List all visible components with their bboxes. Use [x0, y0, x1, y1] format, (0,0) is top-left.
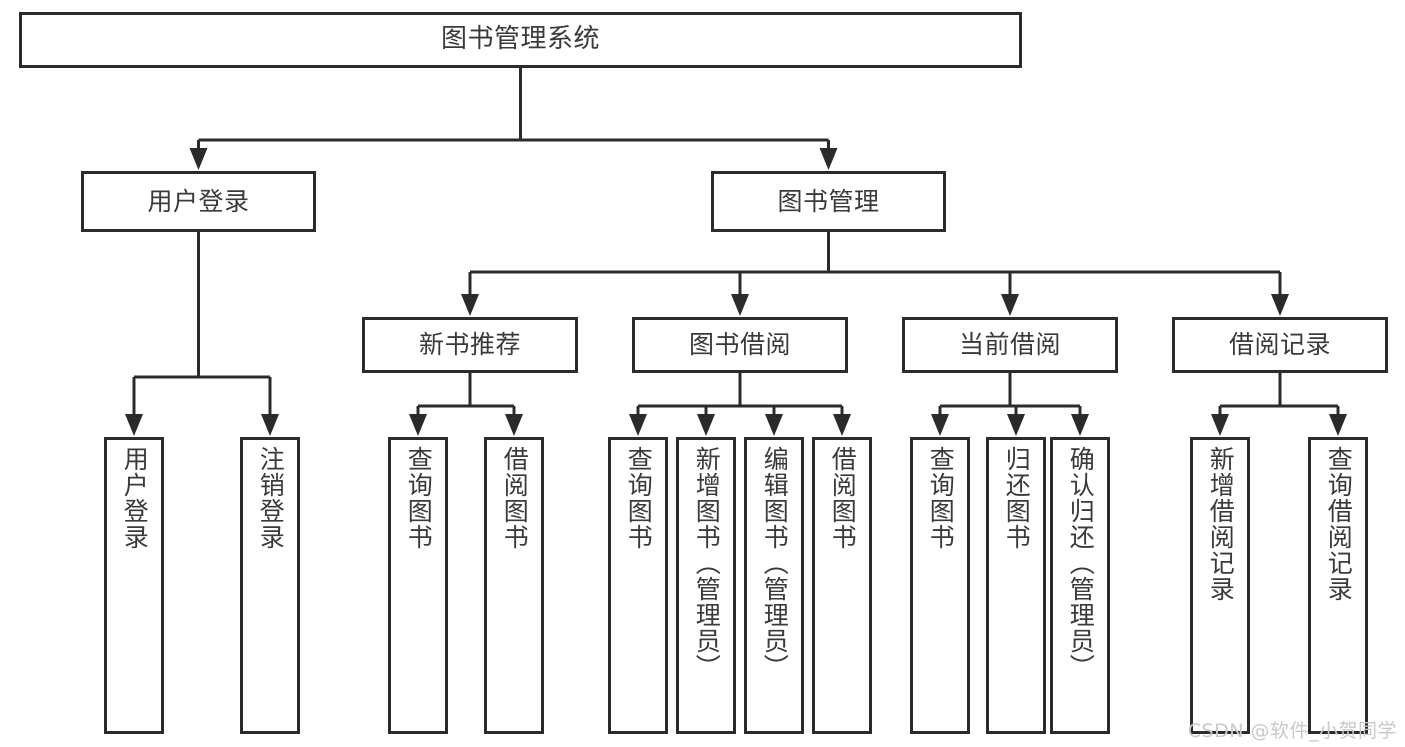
node-l3-borrow-record[interactable]: 借阅记录	[1172, 317, 1388, 373]
node-label: 确认归还（管理员）	[1066, 446, 1096, 680]
arrowhead-leaf-borrow-book-b	[833, 414, 851, 436]
node-label: 图书借阅	[688, 330, 791, 359]
arrowhead-l2-book-manage	[819, 148, 838, 170]
edge-group-root	[189, 68, 838, 170]
arrowhead-l2-user-login	[189, 148, 208, 170]
node-label: 用户登录	[120, 446, 150, 550]
node-l3-new-book-rec[interactable]: 新书推荐	[362, 317, 578, 373]
arrowhead-leaf-borrow-book-rec	[505, 414, 523, 436]
arrowhead-leaf-query-book-b	[629, 414, 647, 436]
node-leaf-add-book[interactable]: 新增图书（管理员）	[676, 437, 736, 734]
node-label: 当前借阅	[958, 330, 1061, 359]
node-root[interactable]: 图书管理系统	[19, 12, 1022, 68]
node-leaf-user-login[interactable]: 用户登录	[104, 437, 164, 734]
edge-group-l2-book-manage	[461, 232, 1289, 316]
csdn-watermark: CSDN @软件_小贺同学	[1187, 720, 1397, 742]
node-label: 注销登录	[256, 446, 286, 550]
node-leaf-user-logout[interactable]: 注销登录	[240, 437, 300, 734]
arrowhead-leaf-query-record	[1329, 414, 1347, 436]
arrowhead-leaf-confirm-return	[1071, 414, 1089, 436]
node-l3-book-borrow[interactable]: 图书借阅	[632, 317, 848, 373]
node-leaf-add-record[interactable]: 新增借阅记录	[1190, 437, 1250, 734]
node-leaf-return-book[interactable]: 归还图书	[986, 437, 1046, 734]
arrowhead-leaf-user-login	[125, 414, 143, 436]
node-leaf-confirm-return[interactable]: 确认归还（管理员）	[1050, 437, 1110, 734]
node-leaf-query-record[interactable]: 查询借阅记录	[1308, 437, 1368, 734]
node-label: 查询借阅记录	[1324, 446, 1354, 602]
arrowhead-leaf-add-book	[697, 414, 715, 436]
arrowhead-l3-current-borrow	[1001, 294, 1019, 316]
node-label: 查询图书	[404, 446, 434, 550]
node-leaf-edit-book[interactable]: 编辑图书（管理员）	[744, 437, 804, 734]
arrowhead-leaf-query-book-rec	[409, 414, 427, 436]
node-l3-current-borrow[interactable]: 当前借阅	[902, 317, 1118, 373]
node-label: 图书管理	[777, 186, 880, 216]
arrowhead-leaf-add-record	[1211, 414, 1229, 436]
arrowhead-l3-new-book-rec	[461, 294, 479, 316]
node-label: 图书管理系统	[440, 24, 600, 55]
node-leaf-query-book-rec[interactable]: 查询图书	[388, 437, 448, 734]
arrowhead-leaf-return-book	[1007, 414, 1025, 436]
arrowhead-leaf-query-book-c	[931, 414, 949, 436]
node-l2-user-login[interactable]: 用户登录	[81, 171, 316, 232]
edge-group-l3-book-borrow	[629, 373, 851, 436]
node-label: 新增图书（管理员）	[692, 446, 722, 680]
arrowhead-leaf-edit-book	[765, 414, 783, 436]
arrowhead-leaf-user-logout	[261, 414, 279, 436]
node-label: 借阅记录	[1228, 330, 1331, 359]
node-label: 查询图书	[926, 446, 956, 550]
node-leaf-query-book-b[interactable]: 查询图书	[608, 437, 668, 734]
arrowhead-l3-book-borrow	[731, 294, 749, 316]
node-leaf-borrow-book-rec[interactable]: 借阅图书	[484, 437, 544, 734]
node-l2-book-manage[interactable]: 图书管理	[711, 171, 946, 232]
node-leaf-query-book-c[interactable]: 查询图书	[910, 437, 970, 734]
node-leaf-borrow-book-b[interactable]: 借阅图书	[812, 437, 872, 734]
node-label: 归还图书	[1002, 446, 1032, 550]
node-label: 借阅图书	[828, 446, 858, 550]
edge-group-l3-current-borrow	[931, 373, 1089, 436]
node-label: 编辑图书（管理员）	[760, 446, 790, 680]
node-label: 新书推荐	[418, 330, 521, 359]
node-label: 借阅图书	[500, 446, 530, 550]
edge-group-l2-user-login	[125, 232, 279, 436]
node-label: 用户登录	[147, 186, 250, 216]
node-label: 新增借阅记录	[1206, 446, 1236, 602]
node-label: 查询图书	[624, 446, 654, 550]
edge-group-l3-new-book-rec	[409, 373, 523, 436]
edge-group-l3-borrow-record	[1211, 373, 1347, 436]
arrowhead-l3-borrow-record	[1271, 294, 1289, 316]
